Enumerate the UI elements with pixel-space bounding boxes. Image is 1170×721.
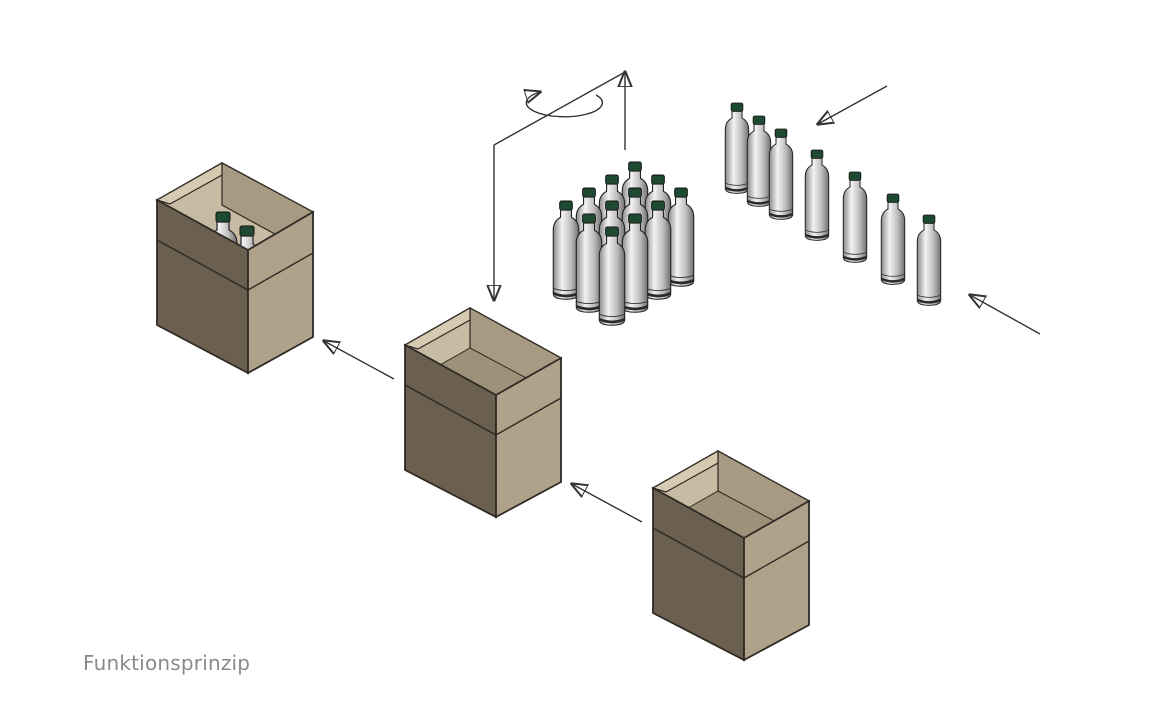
- bottle-infeed-arrow-bottom: [970, 295, 1041, 335]
- bottle-infeed-arrow-top: [818, 85, 888, 124]
- rotation-arrow: [526, 92, 603, 118]
- packed-box: [155, 161, 315, 375]
- box-out-arrow: [324, 341, 395, 380]
- transfer-line: [493, 71, 626, 146]
- flow-arrows: [324, 71, 1041, 523]
- box-feed-arrow: [572, 484, 643, 523]
- empty-box-center: [403, 306, 563, 519]
- bottle-group: [552, 161, 695, 326]
- empty-box-incoming: [651, 449, 811, 662]
- diagram-caption: Funktionsprinzip: [83, 651, 251, 675]
- bottle-infeed-row: [724, 102, 942, 306]
